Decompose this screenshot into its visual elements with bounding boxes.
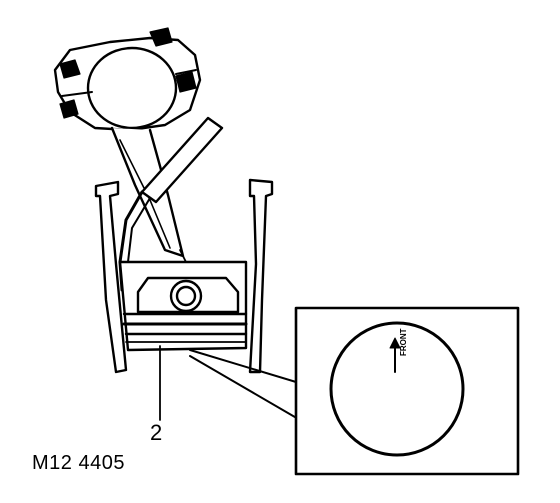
detail-lead-line-top xyxy=(189,349,297,383)
piston-drawing xyxy=(118,249,248,352)
cylinder-wall-left xyxy=(94,180,128,374)
front-arrow-icon xyxy=(389,337,401,373)
cylinder-wall-right xyxy=(248,178,274,374)
callout-number-label: 2 xyxy=(150,420,163,445)
detail-lead-line-bottom xyxy=(189,355,301,421)
front-marking-label: FRONT xyxy=(399,328,408,356)
figure-reference-code: M12 4405 xyxy=(32,452,125,474)
connecting-rod-drawing xyxy=(53,27,202,258)
ring-compressor-tool-drawing xyxy=(118,116,224,292)
detail-inset xyxy=(294,306,520,476)
